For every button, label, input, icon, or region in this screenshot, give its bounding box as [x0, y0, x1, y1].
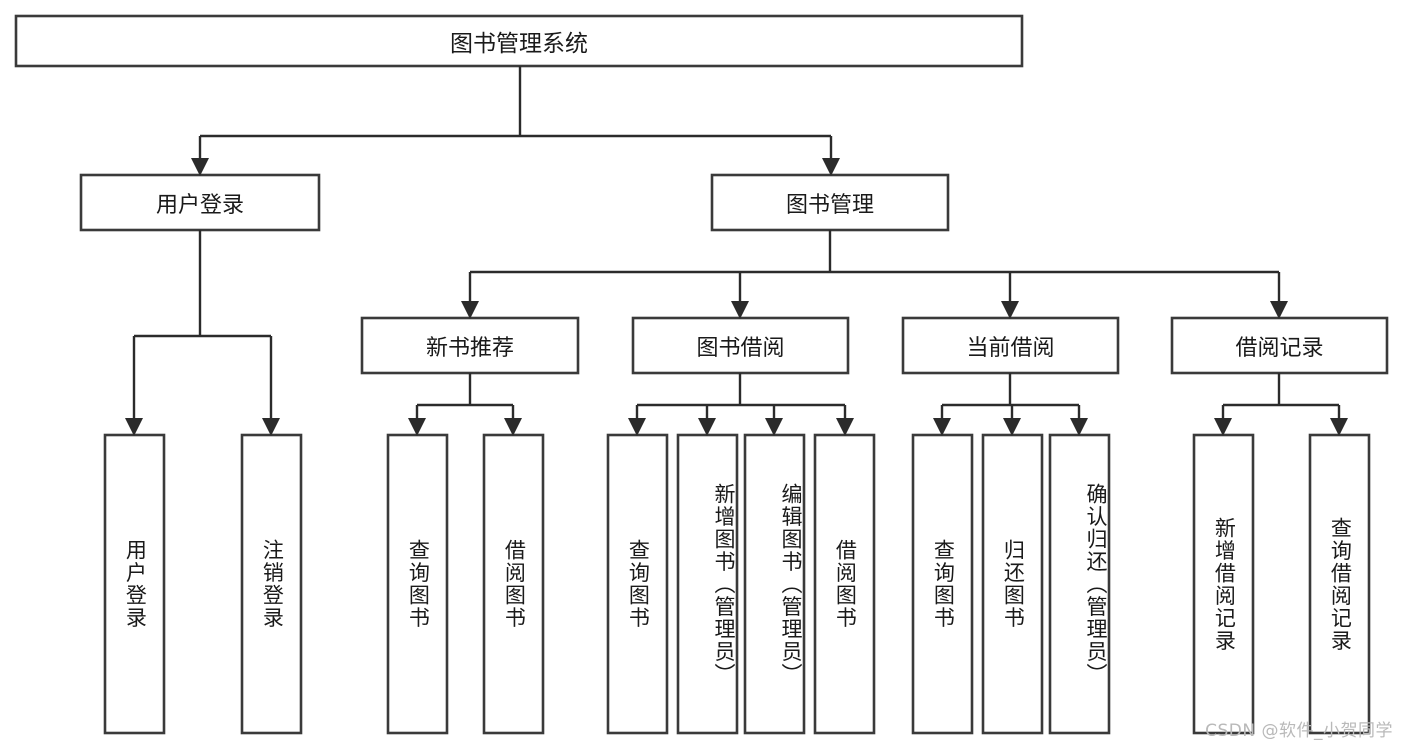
node-box-leaf-logout-login[interactable]: [240, 433, 303, 735]
connector-borrow-record-to-leaves: [1214, 373, 1348, 436]
arrow-head-leaf-return-book: [1003, 418, 1021, 436]
node-box-root[interactable]: [14, 14, 1024, 68]
node-box-book-management[interactable]: [710, 173, 950, 232]
connector-book-management-to-level3: [461, 230, 1288, 319]
arrow-head-leaf-query-book-2: [628, 418, 646, 436]
connector-book-borrow-to-leaves: [628, 373, 854, 436]
connector-new-book-recommend-to-leaves: [408, 373, 522, 436]
arrow-head-leaf-query-book-3: [933, 418, 951, 436]
node-box-book-borrow[interactable]: [631, 316, 850, 375]
node-box-current-borrow[interactable]: [901, 316, 1120, 375]
node-box-leaf-borrow-book-2[interactable]: [813, 433, 876, 735]
node-box-leaf-user-login[interactable]: [103, 433, 166, 735]
node-box-leaf-return-book[interactable]: [981, 433, 1044, 735]
arrow-head-leaf-logout-login: [262, 418, 280, 436]
arrow-head-leaf-add-borrow-record: [1214, 418, 1232, 436]
arrow-head-leaf-edit-book: [765, 418, 783, 436]
node-box-leaf-add-borrow-record[interactable]: [1192, 433, 1255, 735]
arrow-head-user-login: [191, 158, 209, 176]
node-box-leaf-query-book-1[interactable]: [386, 433, 449, 735]
node-box-leaf-confirm-return[interactable]: [1048, 433, 1111, 735]
arrow-head-leaf-borrow-book-2: [836, 418, 854, 436]
connector-root-to-level2: [191, 66, 840, 176]
connector-current-borrow-to-leaves: [933, 373, 1088, 436]
connector-user-login-to-leaves: [125, 230, 280, 436]
arrow-head-current-borrow: [1001, 301, 1019, 319]
arrow-head-new-book-recommend: [461, 301, 479, 319]
node-box-leaf-borrow-book-1[interactable]: [482, 433, 545, 735]
node-box-borrow-record[interactable]: [1170, 316, 1389, 375]
node-box-leaf-query-borrow-record[interactable]: [1308, 433, 1371, 735]
arrow-head-leaf-borrow-book-1: [504, 418, 522, 436]
arrow-head-leaf-add-book: [698, 418, 716, 436]
arrow-head-leaf-user-login: [125, 418, 143, 436]
node-box-user-login[interactable]: [79, 173, 321, 232]
node-box-leaf-query-book-2[interactable]: [606, 433, 669, 735]
arrow-head-leaf-confirm-return: [1070, 418, 1088, 436]
arrow-head-borrow-record: [1270, 301, 1288, 319]
csdn-watermark: CSDN @软件_小贺同学: [1205, 721, 1393, 741]
node-box-leaf-edit-book[interactable]: [743, 433, 806, 735]
node-box-leaf-add-book[interactable]: [676, 433, 739, 735]
arrow-head-book-borrow: [731, 301, 749, 319]
arrow-head-leaf-query-borrow-record: [1330, 418, 1348, 436]
arrow-head-leaf-query-book-1: [408, 418, 426, 436]
node-box-leaf-query-book-3[interactable]: [911, 433, 974, 735]
node-box-new-book-recommend[interactable]: [360, 316, 580, 375]
arrow-head-book-management: [822, 158, 840, 176]
